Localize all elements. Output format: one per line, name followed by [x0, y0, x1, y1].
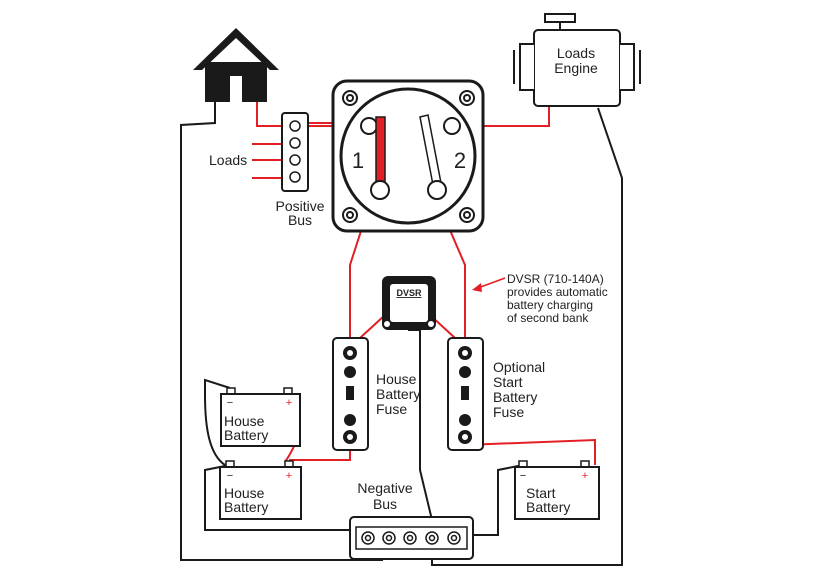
house-battery-1-label-line2: Battery: [224, 427, 268, 443]
house-battery-1-label-line1: House: [224, 413, 265, 429]
start-battery: [514, 460, 600, 520]
dvsr-note-line4: of second bank: [507, 311, 589, 325]
start-battery-minus: −: [520, 470, 526, 482]
house-icon: [193, 28, 279, 102]
start-battery-fuse: [447, 337, 484, 451]
switch-position-1: 1: [352, 148, 364, 173]
dvsr-note-line1: DVSR (710-140A): [507, 272, 604, 286]
engine-label-line2: Engine: [554, 60, 598, 76]
dvsr-unit: [382, 276, 436, 330]
house-feed-wire: [256, 102, 368, 127]
negative-bus: [349, 516, 474, 560]
house-battery-1-plus: +: [286, 397, 292, 409]
house-fuse-label-line1: House: [376, 371, 417, 387]
start-battery-label-line1: Start: [526, 485, 556, 501]
start-battery-plus: +: [582, 470, 588, 482]
house-battery-fuse: [332, 337, 369, 451]
dvsr-note-line3: battery charging: [507, 298, 593, 312]
start-fuse-to-battery-wire: [464, 438, 596, 465]
negative-bus-label-line1: Negative: [357, 480, 412, 496]
dvsr-note-line2: provides automatic: [507, 285, 608, 299]
loads-label: Loads: [209, 152, 247, 168]
house-battery-2-plus: +: [286, 470, 292, 482]
house-fuse-label-line2: Battery: [376, 386, 420, 402]
battery-switch: [331, 79, 485, 233]
start-fuse-label-line3: Battery: [493, 389, 537, 405]
negative-bus-label-line2: Bus: [373, 496, 397, 512]
dvsr-house-wire: [359, 314, 386, 339]
positive-bus-label-line2: Bus: [288, 212, 312, 228]
house-battery-1-neg-wire: [204, 378, 231, 466]
start-fuse-label-line2: Start: [493, 374, 523, 390]
start-battery-neg-wire: [473, 464, 524, 536]
engine-icon: [513, 13, 641, 107]
switch-position-2: 2: [454, 148, 466, 173]
house-battery-2-neg-wire: [204, 464, 350, 531]
start-fuse-label-line4: Fuse: [493, 404, 524, 420]
dvsr-badge: DVSR: [396, 288, 422, 298]
positive-bus: [281, 112, 309, 192]
house-battery-2-label-line2: Battery: [224, 499, 268, 515]
start-fuse-label-line1: Optional: [493, 359, 545, 375]
engine-label-line1: Loads: [557, 45, 595, 61]
house-battery-2-label-line1: House: [224, 485, 265, 501]
house-battery-2: [219, 460, 302, 520]
house-battery-1-minus: −: [227, 397, 233, 409]
house-fuse-label-line3: Fuse: [376, 401, 407, 417]
house-battery-2-minus: −: [227, 470, 233, 482]
start-battery-label-line2: Battery: [526, 499, 570, 515]
positive-bus-label-line1: Positive: [275, 198, 324, 214]
dvsr-arrow: [472, 277, 506, 292]
house-battery-1: [220, 387, 301, 447]
